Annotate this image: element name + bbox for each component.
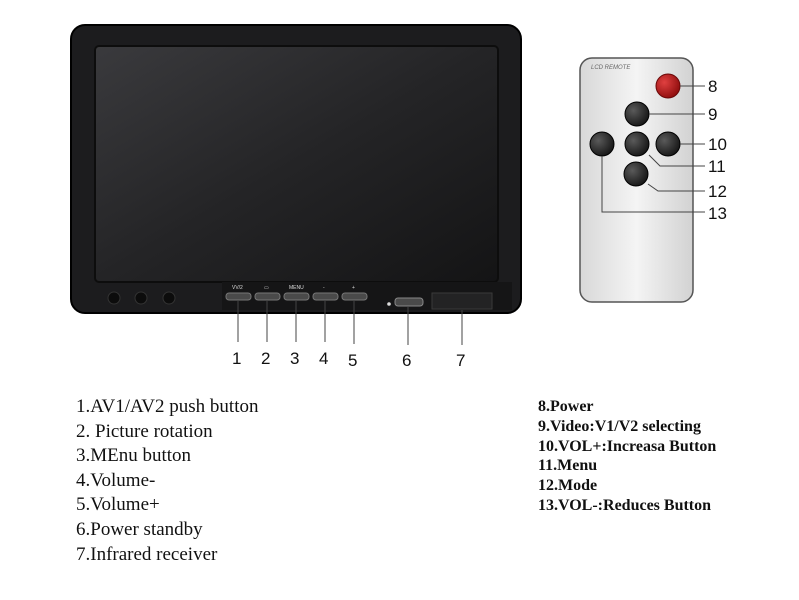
legend-remote-functions: 8.Power 9.Video:V1/V2 selecting 10.VOL+:… bbox=[538, 397, 716, 516]
callout-2: 2 bbox=[261, 349, 270, 368]
monitor-callout-lines bbox=[237, 301, 463, 345]
infrared-receiver bbox=[431, 292, 493, 310]
callout-8: 8 bbox=[708, 77, 717, 96]
menu-button[interactable] bbox=[283, 292, 310, 301]
legend-item-av: 1.AV1/AV2 push button bbox=[76, 396, 259, 417]
legend-item-vol-plus: 10.VOL+:Increasa Button bbox=[538, 437, 717, 455]
legend-item-mode: 12.Mode bbox=[538, 477, 598, 495]
legend-item-vol-minus: 13.VOL-:Reduces Button bbox=[538, 496, 712, 514]
callout-13: 13 bbox=[708, 204, 727, 223]
legend-monitor-functions: 1.AV1/AV2 push button 2. Picture rotatio… bbox=[76, 395, 258, 567]
button-label-minus: - bbox=[323, 285, 325, 291]
remote-mode-button[interactable] bbox=[623, 161, 649, 187]
callout-10: 10 bbox=[708, 135, 727, 154]
rotation-button[interactable] bbox=[254, 292, 281, 301]
monitor-screen bbox=[94, 45, 499, 283]
volume-plus-button[interactable] bbox=[341, 292, 368, 301]
callout-9: 9 bbox=[708, 105, 717, 124]
button-label-av: VV/2 bbox=[232, 285, 243, 291]
legend-item-power-standby: 6.Power standby bbox=[76, 518, 203, 540]
remote-power-button[interactable] bbox=[655, 73, 681, 99]
remote-control: LCD REMOTE bbox=[579, 57, 694, 303]
legend-item-power: 8.Power bbox=[538, 398, 594, 415]
remote-menu-button[interactable] bbox=[624, 131, 650, 157]
remote-vol-minus-button[interactable] bbox=[589, 131, 615, 157]
button-label-menu: MENU bbox=[289, 285, 304, 291]
remote-video-button[interactable] bbox=[624, 101, 650, 127]
speaker-hole bbox=[162, 291, 176, 305]
button-label-rotate: ▭ bbox=[264, 285, 269, 291]
remote-vol-plus-button[interactable] bbox=[655, 131, 681, 157]
legend-item-remote-menu: 11.Menu bbox=[538, 457, 598, 475]
remote-callout-lines bbox=[601, 85, 705, 213]
callout-11: 11 bbox=[708, 157, 726, 176]
legend-item-rotation: 2. Picture rotation bbox=[76, 420, 213, 442]
power-led bbox=[387, 302, 391, 306]
callout-1: 1 bbox=[232, 349, 241, 368]
legend-item-menu: 3.MEnu button bbox=[76, 445, 192, 467]
legend-item-volume-minus: 4.Volume- bbox=[76, 469, 156, 491]
callout-4: 4 bbox=[319, 349, 328, 368]
remote-label: LCD REMOTE bbox=[591, 65, 631, 71]
callout-12: 12 bbox=[708, 182, 727, 201]
callout-7: 7 bbox=[456, 351, 465, 370]
av-button[interactable] bbox=[225, 292, 252, 301]
callout-5: 5 bbox=[348, 351, 357, 370]
volume-minus-button[interactable] bbox=[312, 292, 339, 301]
legend-item-volume-plus: 5.Volume+ bbox=[76, 494, 160, 516]
legend-item-infrared: 7.Infrared receiver bbox=[76, 543, 218, 565]
speaker-hole bbox=[134, 291, 148, 305]
monitor: VV/2 ▭ MENU - + bbox=[70, 24, 522, 314]
power-standby-button[interactable] bbox=[394, 297, 424, 307]
speaker-hole bbox=[107, 291, 121, 305]
button-label-plus: + bbox=[352, 285, 355, 291]
callout-3: 3 bbox=[290, 349, 299, 368]
callout-6: 6 bbox=[402, 351, 411, 370]
legend-item-video: 9.Video:V1/V2 selecting bbox=[538, 417, 701, 435]
